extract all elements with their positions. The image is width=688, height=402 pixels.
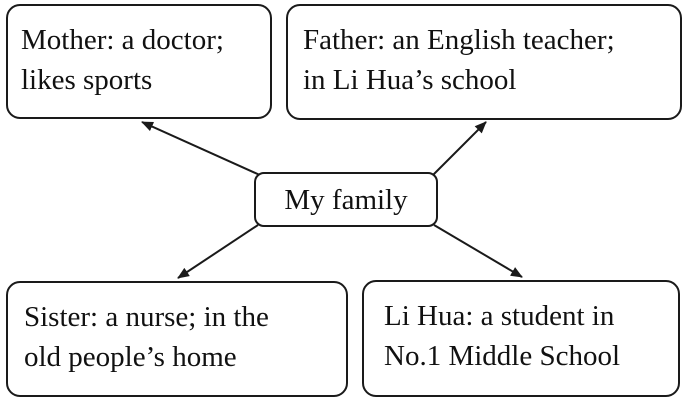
arrow-to-father	[431, 121, 487, 177]
node-mother-line-2: likes sports	[21, 64, 153, 96]
node-lihua: Li Hua: a student in No.1 Middle School	[362, 280, 680, 397]
arrow-to-lihua	[433, 224, 523, 278]
node-mother-line-1: Mother: a doctor;	[21, 24, 224, 56]
node-lihua-line-1: Li Hua: a student in	[384, 300, 615, 332]
node-father: Father: an English teacher; in Li Hua’s …	[286, 4, 682, 120]
arrow-to-mother	[141, 121, 263, 177]
node-center: My family	[254, 172, 438, 227]
arrow-to-sister	[177, 224, 259, 279]
node-sister-line-1: Sister: a nurse; in the	[24, 301, 269, 333]
node-father-line-2: in Li Hua’s school	[303, 64, 517, 96]
node-lihua-line-2: No.1 Middle School	[384, 340, 621, 372]
node-sister: Sister: a nurse; in the old people’s hom…	[6, 281, 348, 397]
node-mother: Mother: a doctor; likes sports	[6, 4, 272, 119]
node-sister-line-2: old people’s home	[24, 341, 237, 373]
node-father-line-1: Father: an English teacher;	[303, 24, 615, 56]
node-center-label: My family	[284, 183, 408, 216]
